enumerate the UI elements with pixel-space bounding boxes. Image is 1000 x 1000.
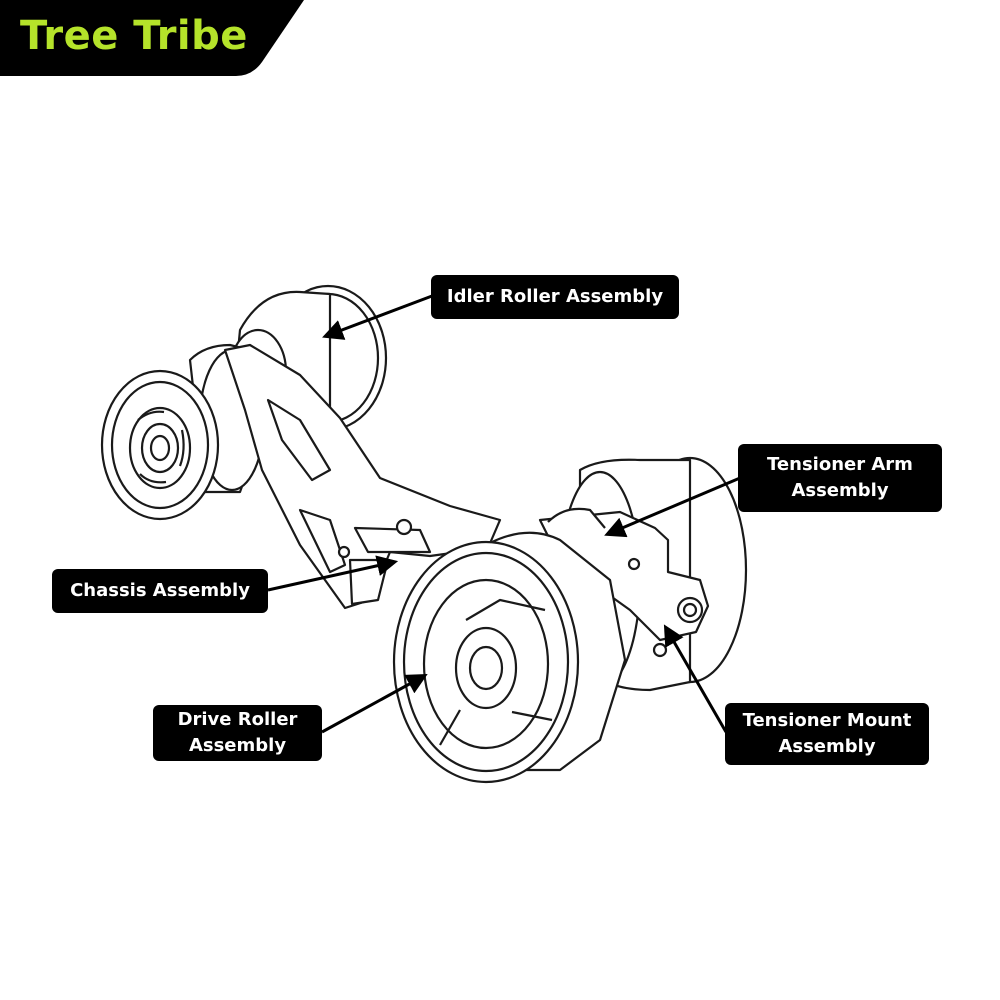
brand-banner-shape <box>0 0 304 76</box>
tensioner-arm-label-line-2: Assembly <box>791 480 889 501</box>
idler-roller-leader <box>322 294 433 340</box>
chassis-assembly-label-text: Chassis Assembly <box>70 580 250 601</box>
tensioner-mount-leader <box>663 624 728 733</box>
idler-roller-assembly-label-text: Idler Roller Assembly <box>446 286 664 307</box>
tensioner-mount-label-line-2: Assembly <box>778 736 876 757</box>
tensioner-arm-label-line-1: Tensioner Arm <box>767 454 913 475</box>
drive-roller-leader <box>321 673 428 734</box>
tensioner-arm-assembly-label: Tensioner Arm Assembly <box>738 444 942 512</box>
brand-banner: Tree Tribe <box>0 0 310 76</box>
tensioner-arm-leader <box>604 476 741 538</box>
drive-roller-assembly-drawing <box>392 531 627 784</box>
tensioner-mount-assembly-label: Tensioner Mount Assembly <box>725 703 929 765</box>
tensioner-mount-label-line-1: Tensioner Mount <box>742 710 912 731</box>
drive-roller-label-line-1: Drive Roller <box>177 709 298 730</box>
chassis-assembly-drawing <box>223 343 502 610</box>
chassis-assembly-label: Chassis Assembly <box>52 569 268 613</box>
left-roller-drawing <box>100 343 266 521</box>
brand-logo-text: Tree Tribe <box>20 13 248 59</box>
idler-roller-assembly-label: Idler Roller Assembly <box>431 275 679 319</box>
drive-roller-label-line-2: Assembly <box>188 735 287 756</box>
chassis-leader <box>267 555 399 592</box>
drive-roller-assembly-label: Drive Roller Assembly <box>153 705 322 761</box>
